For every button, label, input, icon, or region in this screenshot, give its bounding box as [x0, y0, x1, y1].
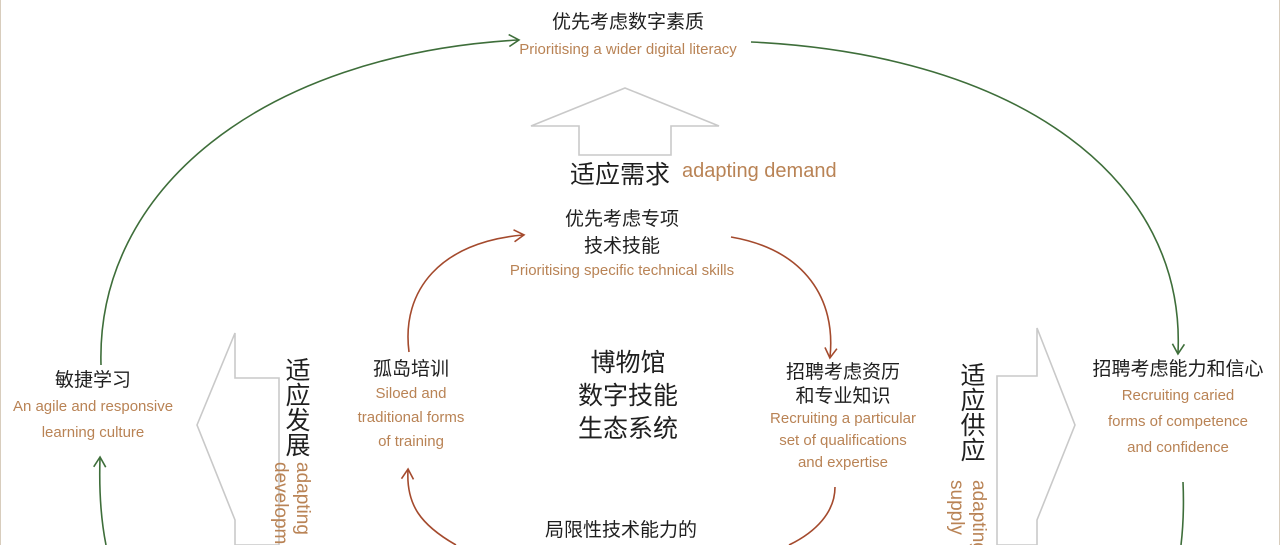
inner-arrow-bottom-right — [788, 486, 836, 545]
recruiting-qualifications-en-line3: and expertise — [797, 454, 889, 471]
recruiting-qualifications-zh-line2: 和专业知识 — [795, 385, 891, 407]
bottom-node-zh: 局限性技术能力的 — [544, 519, 698, 541]
demand-block-arrow — [530, 87, 720, 156]
agile-learning-node: 敏捷学习 An agile and responsive learning cu… — [13, 367, 173, 446]
siloed-training-node: 孤岛培训 Siloed and traditional forms of tra… — [358, 356, 465, 454]
center-title-line1: 博物馆 — [590, 348, 666, 377]
supply-label-en: adapting supply — [945, 480, 989, 545]
outer-arrow-top-left — [100, 33, 521, 366]
development-block-arrow — [196, 332, 280, 545]
supply-label-en-line2: supply — [946, 480, 967, 535]
outer-arrow-top-right — [750, 41, 1186, 356]
specific-skills-en: Prioritising specific technical skills — [509, 262, 735, 279]
demand-label-en: adapting demand — [682, 160, 837, 182]
development-label-en-line1: adapting — [292, 462, 313, 535]
outer-arrow-bottom-right — [1180, 481, 1185, 545]
agile-learning-en-line1: An agile and responsive — [12, 398, 174, 415]
recruiting-competence-zh: 招聘考虑能力和信心 — [1092, 358, 1264, 380]
recruiting-qualifications-en-line1: Recruiting a particular — [770, 410, 916, 427]
recruiting-competence-en-line1: Recruiting caried — [1121, 387, 1235, 404]
development-label-en: adapting development — [269, 462, 313, 545]
center-title-line3: 生态系统 — [577, 414, 679, 443]
center-title: 博物馆 数字技能 生态系统 — [578, 346, 678, 445]
specific-skills-zh-line1: 优先考虑专项 — [564, 208, 679, 230]
recruiting-qualifications-zh-line1: 招聘考虑资历 — [785, 361, 900, 383]
agile-learning-zh: 敏捷学习 — [54, 369, 132, 391]
top-node-zh: 优先考虑数字素质 — [551, 11, 705, 33]
siloed-training-zh: 孤岛培训 — [372, 358, 449, 380]
recruiting-competence-node: 招聘考虑能力和信心 Recruiting caried forms of com… — [1092, 355, 1263, 461]
development-label-en-line2: development — [270, 462, 291, 545]
supply-block-arrow — [996, 327, 1076, 545]
recruiting-qualifications-en-line2: set of qualifications — [779, 432, 907, 449]
demand-label-zh: 适应需求 — [570, 160, 671, 189]
siloed-training-en-line2: traditional forms — [357, 409, 465, 426]
recruiting-competence-en-line3: and confidence — [1127, 439, 1229, 456]
center-title-line2: 数字技能 — [577, 381, 679, 410]
supply-label-en-line1: adapting — [968, 480, 989, 545]
agile-learning-en-line2: learning culture — [41, 424, 145, 441]
recruiting-qualifications-node: 招聘考虑资历 和专业知识 Recruiting a particular set… — [770, 360, 916, 474]
top-node-en: Prioritising a wider digital literacy — [519, 41, 737, 58]
siloed-training-en-line3: of training — [378, 433, 444, 450]
inner-arrow-top-right — [730, 236, 838, 360]
specific-skills-node: 优先考虑专项 技术技能 Prioritising specific techni… — [510, 206, 734, 282]
recruiting-competence-en-line2: forms of competence — [1107, 413, 1249, 430]
development-label-zh: 适应发展 — [282, 357, 311, 457]
supply-label-zh: 适应供应 — [957, 362, 986, 462]
outer-arrow-bottom-left — [93, 455, 107, 545]
inner-arrow-bottom-left — [400, 467, 457, 545]
specific-skills-zh-line2: 技术技能 — [583, 235, 660, 257]
inner-arrow-top-left — [407, 229, 526, 353]
siloed-training-en-line1: Siloed and — [375, 385, 447, 402]
